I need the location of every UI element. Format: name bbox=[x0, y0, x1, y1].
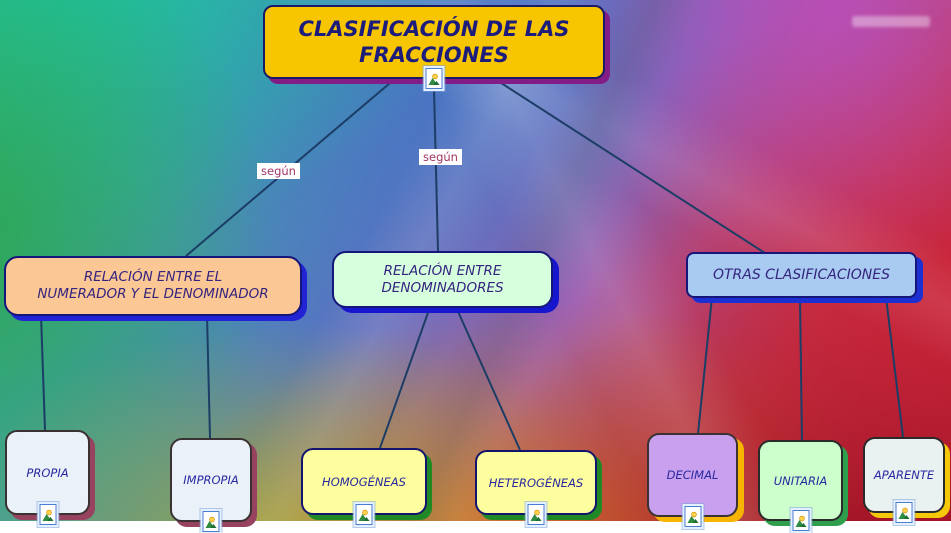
node-heterogeneas[interactable]: HETEROGÉNEAS bbox=[475, 450, 597, 525]
edge-cat1-to-impropia bbox=[206, 314, 211, 439]
node-relacion-denominadores[interactable]: RELACIÓN ENTRE DENOMINADORES bbox=[332, 251, 553, 308]
category-label: RELACIÓN ENTRE DENOMINADORES bbox=[381, 262, 504, 296]
leaf-label: PROPIA bbox=[26, 465, 69, 480]
edge-cat3-to-aparente bbox=[885, 296, 904, 438]
leaf-label: DECIMAL bbox=[666, 468, 719, 482]
edge-title-to-cat3 bbox=[497, 80, 769, 256]
edge-label-segun-1: según bbox=[257, 163, 300, 179]
leaf-label: UNITARIA bbox=[773, 473, 828, 488]
leaf-label: HETEROGÉNEAS bbox=[488, 475, 584, 490]
edge-cat1-to-propia bbox=[40, 314, 46, 431]
node-propia[interactable]: PROPIA bbox=[5, 430, 90, 525]
image-icon[interactable] bbox=[39, 504, 56, 525]
edge-title-to-cat2 bbox=[433, 87, 439, 252]
node-decimal[interactable]: DECIMAL bbox=[647, 433, 738, 527]
category-label: RELACIÓN ENTRE EL NUMERADOR Y EL DENOMIN… bbox=[37, 269, 269, 302]
image-icon[interactable] bbox=[202, 511, 220, 532]
node-homogeneas[interactable]: HOMOGÉNEAS bbox=[301, 448, 427, 525]
edge-cat3-to-decimal bbox=[697, 296, 713, 435]
image-icon[interactable] bbox=[355, 504, 373, 525]
node-unitaria[interactable]: UNITARIA bbox=[758, 440, 843, 531]
edge-cat2-to-homogeneas bbox=[379, 306, 431, 449]
leaf-label: IMPROPIA bbox=[183, 473, 239, 487]
edge-label-segun-2: según bbox=[419, 149, 462, 165]
edge-cat3-to-unitaria bbox=[799, 296, 803, 442]
image-icon[interactable] bbox=[425, 68, 443, 89]
node-aparente[interactable]: APARENTE bbox=[863, 437, 945, 523]
category-label: OTRAS CLASIFICACIONES bbox=[712, 266, 891, 283]
edge-cat2-to-heterogeneas bbox=[455, 306, 521, 451]
watermark bbox=[852, 16, 930, 27]
image-icon[interactable] bbox=[684, 506, 701, 527]
title-label: CLASIFICACIÓN DE LAS FRACCIONES bbox=[298, 17, 570, 67]
leaf-label: HOMOGÉNEAS bbox=[322, 474, 406, 489]
node-impropia[interactable]: IMPROPIA bbox=[170, 438, 252, 532]
image-icon[interactable] bbox=[792, 510, 809, 531]
leaf-label: APARENTE bbox=[873, 468, 935, 482]
node-relacion-numerador-denominador[interactable]: RELACIÓN ENTRE EL NUMERADOR Y EL DENOMIN… bbox=[4, 256, 302, 316]
node-title-clasificacion[interactable]: CLASIFICACIÓN DE LAS FRACCIONES bbox=[263, 5, 605, 89]
image-icon[interactable] bbox=[527, 504, 545, 525]
image-icon[interactable] bbox=[895, 502, 913, 523]
node-otras-clasificaciones[interactable]: OTRAS CLASIFICACIONES bbox=[686, 252, 917, 298]
